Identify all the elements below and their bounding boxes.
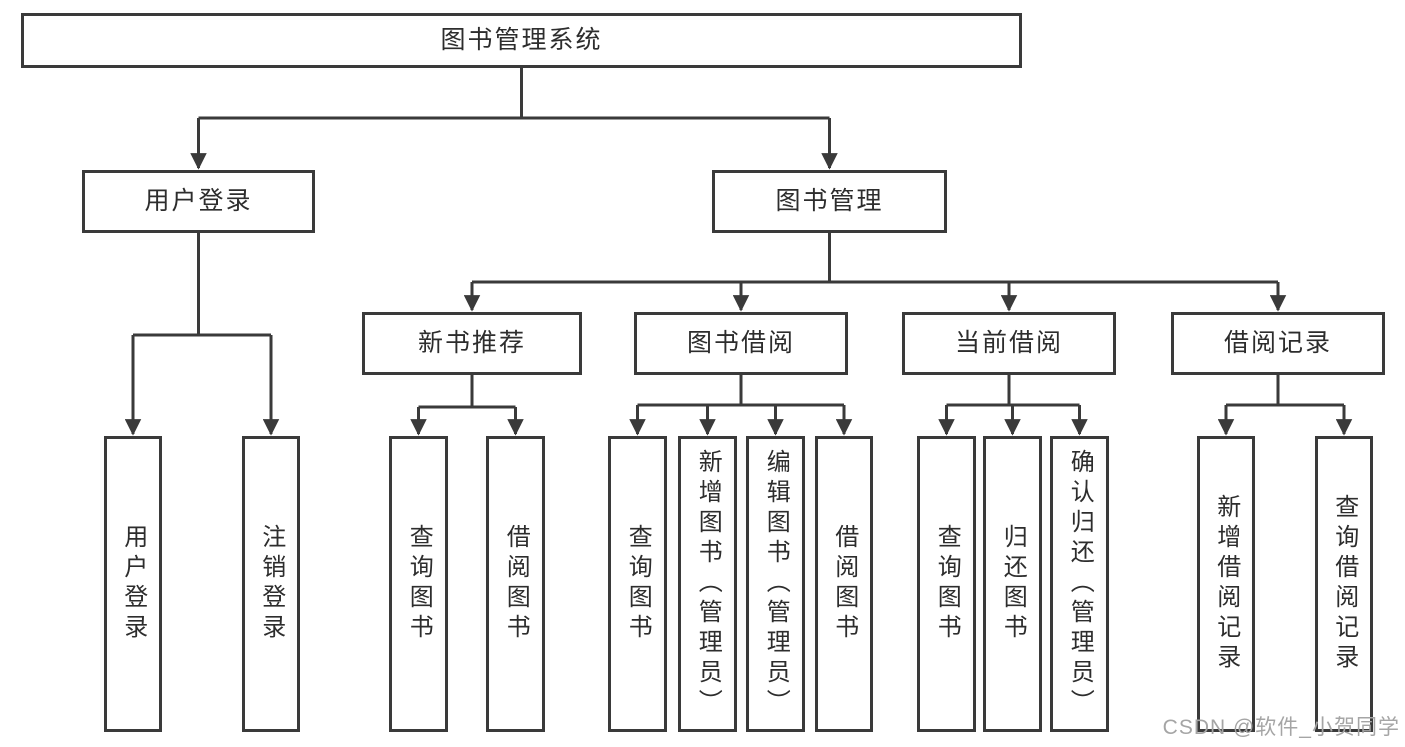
leaf-bb-edit-books-admin: 编辑图书（管理员） xyxy=(746,436,805,732)
leaf-user-login: 用户登录 xyxy=(104,436,162,732)
leaf-logout-login: 注销登录 xyxy=(242,436,300,732)
node-book-management: 图书管理 xyxy=(712,170,947,233)
leaf-nbr-borrow-books: 借阅图书 xyxy=(486,436,545,732)
leaf-br-query-borrow-record: 查询借阅记录 xyxy=(1315,436,1373,732)
connector-root xyxy=(190,67,838,170)
connector-current-borrowing xyxy=(938,375,1088,436)
leaf-cb-query-books: 查询图书 xyxy=(917,436,976,732)
leaf-bb-add-books-admin: 新增图书（管理员） xyxy=(678,436,737,732)
leaf-bb-borrow-books: 借阅图书 xyxy=(815,436,873,732)
leaf-cb-return-books: 归还图书 xyxy=(983,436,1042,732)
node-book-borrowing: 图书借阅 xyxy=(634,312,848,375)
node-new-book-recommendation: 新书推荐 xyxy=(362,312,582,375)
node-current-borrowing: 当前借阅 xyxy=(902,312,1116,375)
leaf-cb-confirm-return-admin: 确认归还（管理员） xyxy=(1050,436,1109,732)
node-borrowing-records: 借阅记录 xyxy=(1171,312,1385,375)
node-root: 图书管理系统 xyxy=(21,13,1022,68)
leaf-bb-query-books: 查询图书 xyxy=(608,436,667,732)
leaf-br-add-borrow-record: 新增借阅记录 xyxy=(1197,436,1255,732)
node-user-login: 用户登录 xyxy=(82,170,315,233)
leaf-nbr-query-books: 查询图书 xyxy=(389,436,448,732)
csdn-watermark: CSDN @软件_小贺同学 xyxy=(1162,716,1400,739)
connector-borrowing-records xyxy=(1217,375,1353,436)
connector-user-login xyxy=(124,233,280,436)
connector-new-book-recommendation xyxy=(410,375,524,436)
connector-book-borrowing xyxy=(629,375,853,436)
connector-book-management xyxy=(463,233,1287,312)
